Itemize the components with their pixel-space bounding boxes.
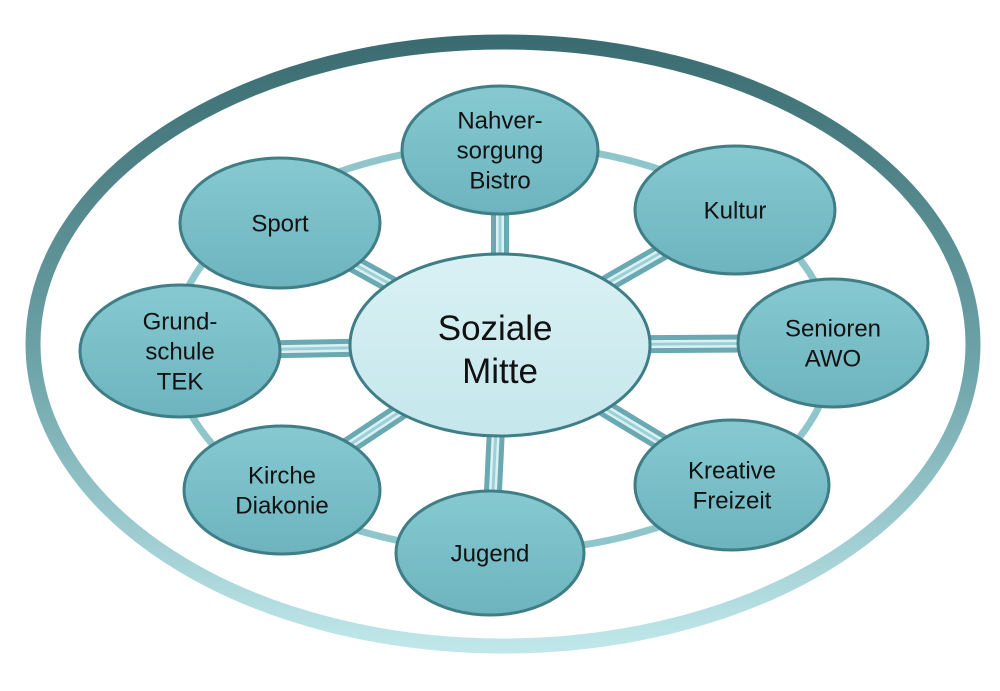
node-grundschule-line-3: TEK <box>157 368 204 395</box>
center-node: Soziale Mitte <box>348 252 652 438</box>
node-grundschule-shape <box>78 283 282 419</box>
node-jugend-label: Jugend <box>451 540 530 567</box>
node-grundschule-line-2: schule <box>145 338 214 365</box>
node-sport-shape <box>178 156 382 290</box>
node-kirche-line-2: Diakonie <box>235 492 328 519</box>
node-jugend: Jugend <box>394 489 586 617</box>
node-kreative-shape <box>633 418 831 552</box>
center-label-line-1: Soziale <box>438 309 553 348</box>
node-senioren-line-2: AWO <box>805 345 861 372</box>
node-nahversorgung-line-2: sorgung <box>457 137 544 164</box>
node-kreative-line-1: Kreative <box>688 457 776 484</box>
outer-ring <box>25 34 981 654</box>
node-nahversorgung-line-1: Nahver- <box>457 107 542 134</box>
node-senioren-line-1: Senioren <box>785 315 881 342</box>
node-kirche-line-1: Kirche <box>248 462 316 489</box>
node-kultur-shape <box>633 144 837 276</box>
node-jugend-line-1: Jugend <box>451 540 530 567</box>
node-senioren-shape <box>736 277 930 409</box>
node-nahversorgung-line-3: Bistro <box>469 167 530 194</box>
node-sport: Sport <box>178 156 382 290</box>
node-kultur-line-1: Kultur <box>704 197 767 224</box>
node-kultur: Kultur <box>633 144 837 276</box>
node-kreative-line-2: Freizeit <box>693 487 772 514</box>
node-sport-line-1: Sport <box>251 210 309 237</box>
node-sport-label: Sport <box>251 210 309 237</box>
node-grundschule-line-1: Grund- <box>143 308 218 335</box>
node-kultur-label: Kultur <box>704 197 767 224</box>
center-label-line-2: Mitte <box>462 352 538 391</box>
node-kirche-shape <box>182 424 382 556</box>
node-jugend-shape <box>394 489 586 617</box>
center-node-shape <box>348 252 652 438</box>
node-nahversorgung-shape <box>400 84 600 216</box>
center-node-label: Soziale Mitte <box>438 309 563 391</box>
